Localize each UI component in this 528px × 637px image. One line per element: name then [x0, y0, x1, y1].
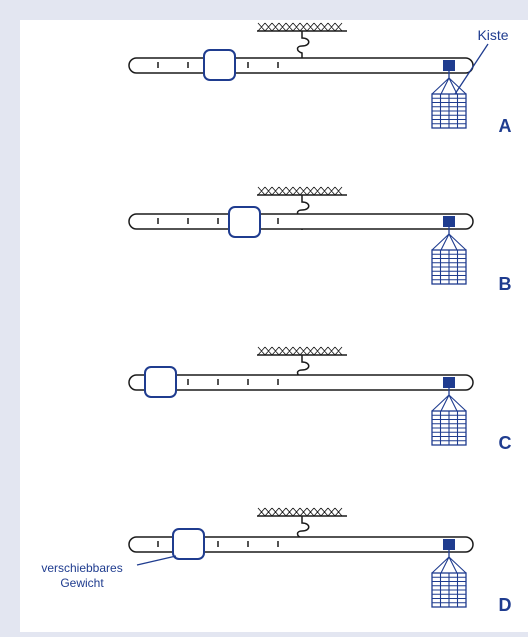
- scale-letter-b: B: [499, 274, 512, 294]
- box-crate: [431, 388, 467, 446]
- weight-label-line2: Gewicht: [60, 576, 104, 590]
- scale-c: C: [128, 346, 512, 453]
- sliding-weight: [172, 528, 205, 560]
- hook-mount: [443, 60, 455, 71]
- hook-mount: [443, 216, 455, 227]
- hanging-hook: [296, 31, 310, 66]
- box-pointer-line: [454, 43, 489, 95]
- beam: [128, 374, 474, 391]
- box-crate: [431, 550, 467, 608]
- sliding-weight: [203, 49, 236, 81]
- scale-d: D: [128, 507, 512, 615]
- box-label: Kiste: [477, 27, 508, 43]
- beam: [128, 57, 474, 74]
- beam-ticks: [157, 218, 279, 224]
- hook-mount: [443, 539, 455, 550]
- sliding-weight: [228, 206, 261, 238]
- scale-letter-a: A: [499, 116, 512, 136]
- scale-letter-c: C: [499, 433, 512, 453]
- hook-mount: [443, 377, 455, 388]
- beam: [128, 536, 474, 553]
- box-crate: [431, 71, 467, 129]
- box-crate: [431, 227, 467, 285]
- scale-a: A: [128, 22, 512, 136]
- weight-label-line1: verschiebbares: [41, 561, 122, 575]
- beam: [128, 213, 474, 230]
- weight-pointer-line: [136, 555, 177, 566]
- scale-letter-d: D: [499, 595, 512, 615]
- scale-b: B: [128, 186, 512, 294]
- sliding-weight: [144, 366, 177, 398]
